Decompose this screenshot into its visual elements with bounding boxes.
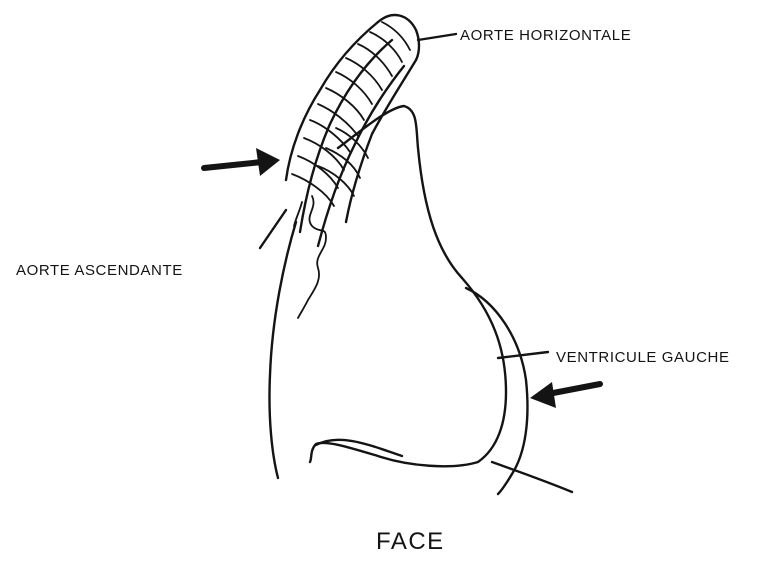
aorta-rings — [292, 22, 410, 206]
aorta-inner-right-edge — [318, 66, 404, 246]
caption-face: FACE — [376, 528, 445, 555]
leader-aorte-horizontale — [418, 34, 456, 40]
label-aorte-ascendante: AORTE ASCENDANTE — [16, 262, 183, 279]
aorta-top-cap — [378, 15, 419, 60]
label-aorte-horizontale: AORTE HORIZONTALE — [460, 27, 631, 44]
arrow-aorta — [204, 148, 280, 176]
leader-aorte-ascendante — [260, 210, 286, 248]
leader-ventricule-gauche — [498, 352, 548, 358]
arrow-ventricle — [530, 382, 600, 408]
label-ventricule-gauche: VENTRICULE GAUCHE — [556, 349, 730, 366]
heart-outline — [269, 106, 506, 478]
